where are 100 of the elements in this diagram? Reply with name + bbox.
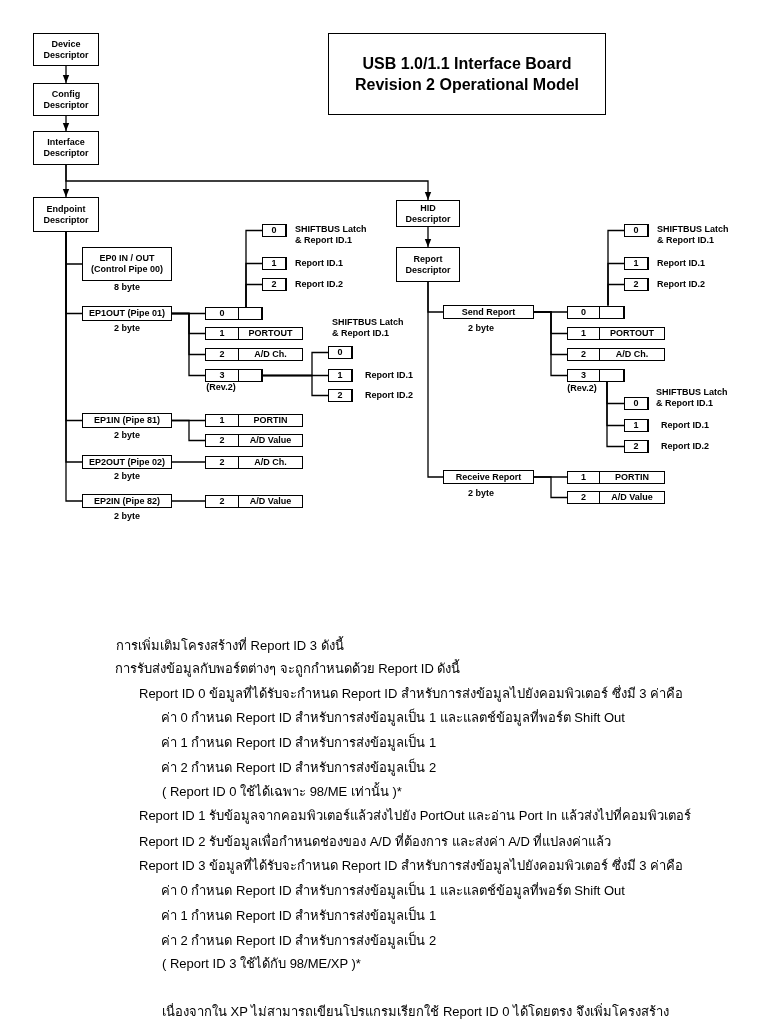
report-id-label: Report ID.1	[657, 258, 705, 269]
report-id-label: SHIFTBUS Latch & Report ID.1	[657, 224, 730, 246]
connector-line	[171, 461, 206, 463]
index-box: 0	[624, 397, 649, 410]
index-box: 2	[328, 389, 353, 402]
field-number: 2	[206, 456, 239, 468]
text-line: การเพิ่มเติมโครงสร้างที่ Report ID 3 ดังนี้	[116, 636, 344, 655]
field-number: 2	[206, 349, 239, 360]
field-name: A/D Value	[610, 492, 654, 503]
text-line: Report ID 3 ข้อมูลที่ได้รับจะกำหนด Report ID สำหรับการส่งข้อมูลไปยังคอมพิวเตอร์ ซึ่งมี 3 ค่าคือ	[139, 856, 683, 876]
field-name: A/D Value	[248, 495, 293, 507]
report-box: Send Report	[443, 305, 534, 319]
connector-line	[262, 374, 329, 397]
field-name: PORTIN	[614, 471, 650, 483]
index-box: 1	[262, 257, 287, 270]
field-number: 1	[568, 328, 600, 339]
index-box: 1	[624, 257, 649, 270]
text-line: Report ID 0 ข้อมูลที่ได้รับจะกำหนด Report ID สำหรับการส่งข้อมูลไปยังคอมพิวเตอร์ ซึ่งมี 3 ค่าคือ	[139, 684, 683, 704]
field-number: 0	[206, 308, 239, 319]
connector-line	[171, 312, 206, 377]
size-label: 8 byte	[113, 282, 141, 293]
field-number: 1	[206, 415, 239, 426]
descriptor-box: HID Descriptor	[396, 200, 460, 227]
field-name: A/D Ch.	[614, 349, 650, 360]
field-number: 0	[568, 306, 600, 318]
field-box	[205, 494, 303, 508]
connector-line	[606, 381, 625, 448]
field-name: PORTOUT	[247, 328, 294, 339]
descriptor-box: Config Descriptor	[33, 83, 99, 116]
text-line: การรับส่งข้อมูลกับพอร์ตต่างๆ จะถูกกำหนดด้วย Report ID ดังนี้	[115, 659, 461, 679]
field-box	[205, 434, 303, 447]
size-label: 2 byte	[113, 471, 141, 482]
field-box	[205, 348, 303, 361]
field-name: A/D Value	[248, 435, 293, 446]
field-number: 1	[206, 328, 239, 339]
field-name: PORTIN	[252, 415, 289, 426]
index-box: 2	[624, 440, 649, 453]
field-name: PORTOUT	[609, 328, 655, 339]
revision-label: (Rev.2)	[205, 382, 237, 393]
field-name: A/D Ch.	[253, 349, 288, 360]
arrow	[424, 226, 432, 248]
report-id-label: SHIFTBUS Latch & Report ID.1	[295, 224, 368, 246]
index-box: 0	[328, 346, 353, 359]
descriptor-box: Report Descriptor	[396, 247, 460, 282]
text-line: ค่า 1 กำหนด Report ID สำหรับการส่งข้อมูลเป็น 1	[161, 733, 437, 753]
field-box	[567, 470, 665, 484]
text-line: ค่า 2 กำหนด Report ID สำหรับการส่งข้อมูลเป็น 2	[161, 758, 437, 778]
field-box	[567, 305, 625, 319]
descriptor-box: Device Descriptor	[33, 33, 99, 66]
connector-line	[533, 311, 568, 377]
index-box: 2	[624, 278, 649, 291]
report-id-label: Report ID.1	[295, 258, 343, 269]
endpoint-box: EP1OUT (Pipe 01)	[82, 306, 172, 321]
field-box	[205, 369, 263, 382]
report-id-label: SHIFTBUS Latch & Report ID.1	[332, 317, 405, 339]
descriptor-box: Interface Descriptor	[33, 131, 99, 165]
field-box	[567, 327, 665, 340]
report-id-label: Report ID.1	[661, 420, 709, 431]
descriptor-box: Endpoint Descriptor	[33, 197, 99, 232]
connector-line	[171, 500, 206, 502]
field-number: 3	[568, 370, 600, 381]
title-box: USB 1.0/1.1 Interface Board Revision 2 Operational Model	[328, 33, 606, 115]
text-line: ( Report ID 3 ใช้ได้กับ 98/ME/XP )*	[162, 955, 361, 973]
field-number: 2	[568, 492, 600, 503]
field-box	[567, 491, 665, 504]
revision-label: (Rev.2)	[566, 383, 598, 394]
report-id-label: SHIFTBUS Latch & Report ID.1	[656, 387, 729, 409]
field-number: 2	[206, 435, 239, 446]
report-id-label: Report ID.2	[365, 390, 413, 401]
text-line: เนื่องจากใน XP ไม่สามารถเขียนโปรแกรมเรียกใช้ Report ID 0 ได้โดยตรง จึงเพิ่มโครงสร้าง	[162, 1002, 669, 1021]
connector-line	[533, 476, 568, 499]
index-box: 0	[262, 224, 287, 237]
report-box: Receive Report	[443, 470, 534, 484]
size-label: 2 byte	[467, 488, 495, 499]
arrow	[65, 164, 432, 201]
size-label: 2 byte	[113, 323, 141, 334]
endpoint-box: EP2OUT (Pipe 02)	[82, 455, 172, 469]
size-label: 2 byte	[113, 430, 141, 441]
field-box	[205, 307, 263, 320]
report-id-label: Report ID.1	[365, 370, 413, 381]
index-box: 0	[624, 224, 649, 237]
index-box: 1	[624, 419, 649, 432]
index-box: 1	[328, 369, 353, 382]
connector-line	[171, 419, 206, 442]
report-id-label: Report ID.2	[295, 279, 343, 290]
endpoint-box: EP0 IN / OUT (Control Pipe 00)	[82, 247, 172, 281]
field-number: 2	[568, 349, 600, 360]
text-line: ค่า 2 กำหนด Report ID สำหรับการส่งข้อมูลเป็น 2	[161, 931, 437, 951]
endpoint-box: EP2IN (Pipe 82)	[82, 494, 172, 508]
field-box	[205, 327, 303, 340]
field-number: 2	[206, 495, 239, 507]
report-id-label: Report ID.2	[661, 441, 709, 452]
text-line: ค่า 0 กำหนด Report ID สำหรับการส่งข้อมูลเป็น 1 และแลตช์ข้อมูลที่พอร์ต Shift Out	[161, 881, 625, 901]
connector-line	[607, 283, 625, 307]
field-name: A/D Ch.	[253, 456, 288, 468]
report-id-label: Report ID.2	[657, 279, 705, 290]
endpoint-box: EP1IN (Pipe 81)	[82, 413, 172, 428]
field-box	[567, 348, 665, 361]
text-line: Report ID 2 รับข้อมูลเพื่อกำหนดช่องของ A/D ที่ต้องการ และส่งค่า A/D ที่แปลงค่าแล้ว	[139, 832, 612, 852]
size-label: 2 byte	[467, 323, 495, 334]
